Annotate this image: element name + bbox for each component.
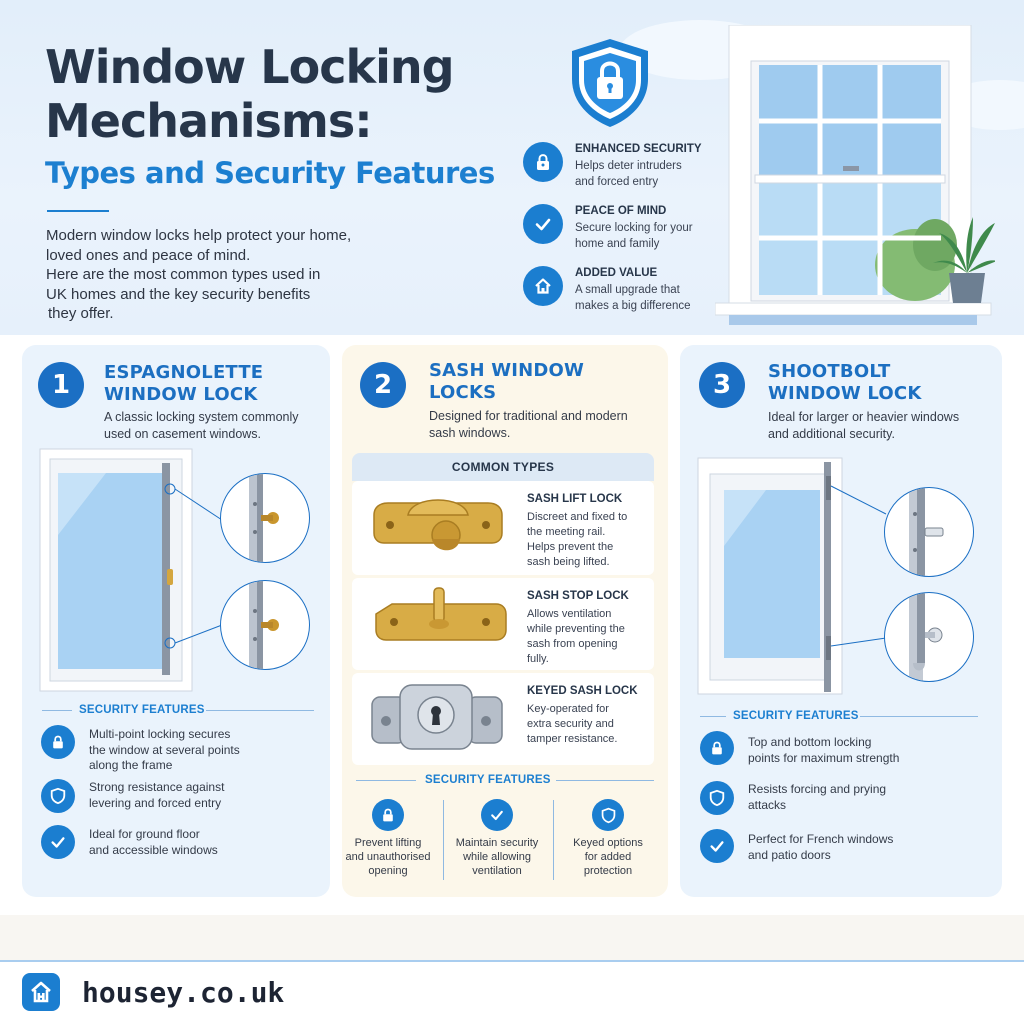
lock-icon [523, 142, 563, 182]
brand-link[interactable]: housey.co.uk [82, 976, 285, 1009]
divider [700, 716, 726, 717]
sash-lift-lock-image [373, 499, 503, 551]
shootbolt-bottom-lock-zoom [884, 592, 974, 682]
shootbolt-top-lock-zoom [884, 487, 974, 577]
divider [443, 800, 444, 880]
shield-icon [592, 799, 624, 831]
sash-stop-lock-image [375, 587, 507, 641]
espagnolette-bottom-lock-zoom [220, 580, 310, 670]
page-title: Window Locking Mechanisms: [45, 40, 455, 148]
card-2-number: 2 [360, 362, 406, 408]
sash-window-illustration [715, 25, 995, 325]
check-icon [41, 825, 75, 859]
divider [860, 716, 978, 717]
divider [42, 710, 72, 711]
common-types-heading: COMMON TYPES [352, 453, 654, 481]
espagnolette-top-lock-zoom [220, 473, 310, 563]
check-icon [481, 799, 513, 831]
check-icon [700, 829, 734, 863]
divider [206, 710, 314, 711]
espagnolette-window-illustration [39, 448, 223, 692]
divider [356, 780, 416, 781]
page-subtitle: Types and Security Features [45, 156, 495, 190]
shield-icon [41, 779, 75, 813]
check-icon [523, 204, 563, 244]
title-divider [47, 210, 109, 212]
keyed-sash-lock-image [371, 684, 503, 750]
card-3-features-heading: SECURITY FEATURES [733, 710, 859, 722]
card-1-number: 1 [38, 362, 84, 408]
card-3-number: 3 [699, 362, 745, 408]
intro-text: Modern window locks help protect your ho… [46, 227, 352, 322]
divider [553, 800, 554, 880]
lock-icon [41, 725, 75, 759]
shootbolt-window-illustration [697, 457, 887, 695]
card-1-features-heading: SECURITY FEATURES [79, 704, 205, 716]
shield-icon [700, 781, 734, 815]
house-logo-icon[interactable] [22, 973, 60, 1011]
hero-section: Window Locking Mechanisms: Types and Sec… [0, 0, 1024, 335]
card-2-features-heading: SECURITY FEATURES [425, 774, 551, 786]
footer-band [0, 915, 1024, 960]
home-icon [523, 266, 563, 306]
lock-icon [372, 799, 404, 831]
shield-lock-icon [572, 39, 648, 127]
divider [556, 780, 654, 781]
lock-icon [700, 731, 734, 765]
footer-divider [0, 960, 1024, 962]
